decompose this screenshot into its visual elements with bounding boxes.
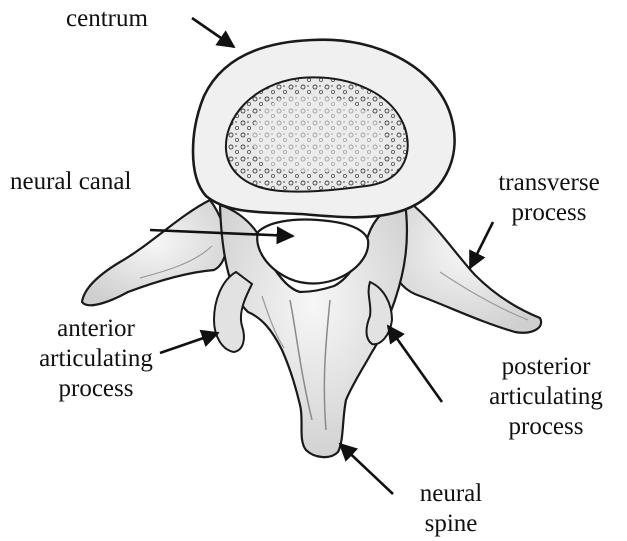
arrow-neural-spine xyxy=(340,444,393,494)
label-posterior-articulating-process: posterior articulating process xyxy=(470,352,622,442)
arrow-anterior-articulating-process xyxy=(160,333,218,353)
label-neural-spine-line-1: neural xyxy=(405,479,497,509)
label-anterior-line-1: anterior xyxy=(26,314,166,344)
anterior-articulating-process-shape xyxy=(214,272,252,352)
label-neural-canal-line: neural canal xyxy=(10,167,131,197)
label-posterior-line-3: process xyxy=(470,412,622,442)
label-anterior-line-3: process xyxy=(26,374,166,404)
label-anterior-articulating-process: anterior articulating process xyxy=(26,314,166,404)
arrow-transverse-process xyxy=(470,222,493,268)
label-posterior-line-2: articulating xyxy=(470,382,622,412)
label-centrum-line: centrum xyxy=(66,4,148,34)
label-neural-spine-line-2: spine xyxy=(405,509,497,539)
arrow-centrum xyxy=(192,18,234,47)
label-neural-canal: neural canal xyxy=(10,167,131,197)
arrow-posterior-articulating-process xyxy=(388,326,442,402)
label-transverse-process: transverse process xyxy=(474,168,624,228)
label-anterior-line-2: articulating xyxy=(26,344,166,374)
label-neural-spine: neural spine xyxy=(405,479,497,539)
label-transverse-line-1: transverse xyxy=(474,168,624,198)
label-posterior-line-1: posterior xyxy=(470,352,622,382)
label-transverse-line-2: process xyxy=(474,198,624,228)
label-centrum: centrum xyxy=(66,4,148,34)
